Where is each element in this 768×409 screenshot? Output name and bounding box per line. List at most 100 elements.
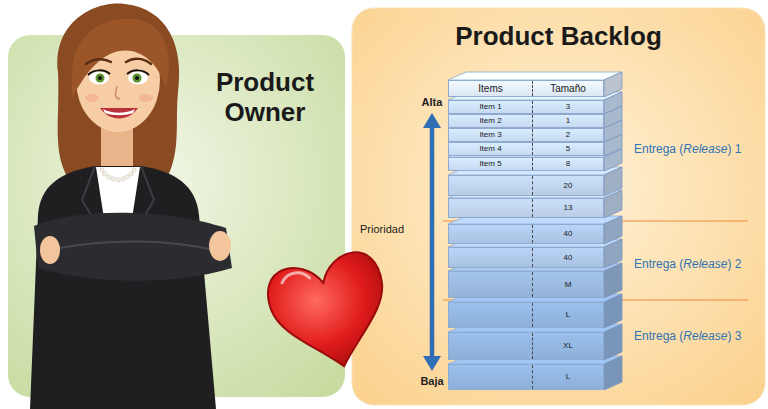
- slab-side: [448, 356, 622, 390]
- backlog-item-slab: M: [448, 271, 604, 298]
- release-label: Entrega (Release) 3: [634, 330, 760, 344]
- slab-side: [448, 263, 622, 298]
- product-owner-figure: [209, 231, 231, 261]
- slab-side: [448, 294, 622, 328]
- release-label: Entrega (Release) 2: [634, 258, 760, 272]
- backlog-item-slab: XL: [448, 332, 604, 360]
- product-owner-figure: [100, 168, 104, 172]
- text-part: Release: [683, 142, 727, 156]
- priority-axis-label: Prioridad: [360, 223, 424, 236]
- item-size: 1: [566, 116, 570, 126]
- backlog-item-slab: 40: [448, 224, 604, 244]
- slab-side: [448, 72, 622, 97]
- backlog-item-slab: 13: [448, 198, 604, 218]
- item-size: XL: [563, 341, 573, 351]
- item-cell: Item 2: [449, 115, 532, 127]
- product-owner-figure: [72, 19, 169, 98]
- size-cell: L: [532, 303, 603, 327]
- size-cell: XL: [532, 333, 603, 359]
- item-name: Item 5: [479, 159, 501, 169]
- item-cell: [449, 365, 532, 389]
- text-part: Entrega (: [634, 257, 683, 271]
- item-cell: [449, 176, 532, 195]
- slab-right: [604, 239, 622, 268]
- product-owner-figure: [129, 172, 133, 176]
- product-owner-figure: [107, 175, 111, 179]
- product-owner-figure: [139, 94, 153, 102]
- item-size: 13: [564, 203, 573, 213]
- size-cell: 2: [532, 129, 603, 141]
- item-cell: Items: [449, 81, 532, 96]
- text-part: Release: [683, 257, 727, 271]
- product-owner-figure: [100, 108, 138, 119]
- size-cell: L: [532, 365, 603, 389]
- product-owner-figure: [57, 4, 179, 178]
- product-owner-figure: [103, 109, 135, 115]
- item-size: L: [566, 310, 570, 320]
- item-cell: Item 3: [449, 129, 532, 141]
- size-cell: M: [532, 272, 603, 297]
- slab-right: [604, 294, 622, 328]
- product-owner-figure: [128, 72, 148, 85]
- item-name: Item 3: [479, 130, 501, 140]
- size-cell: 40: [532, 225, 603, 243]
- item-size: 20: [564, 181, 573, 191]
- size-cell: 3: [532, 101, 603, 113]
- product-owner-figure: [125, 175, 129, 179]
- item-cell: [449, 333, 532, 359]
- size-cell: 20: [532, 176, 603, 195]
- item-cell: [449, 225, 532, 243]
- size-cell: 40: [532, 248, 603, 267]
- item-cell: [449, 199, 532, 217]
- priority-high: Alta: [405, 96, 459, 109]
- slab-right: [604, 263, 622, 298]
- size-cell: 5: [532, 143, 603, 155]
- size-cell: Tamaño: [532, 81, 603, 96]
- size-cell: 13: [532, 199, 603, 217]
- backlog-item-slab: Item 13: [448, 100, 604, 114]
- item-size: 2: [566, 130, 570, 140]
- product-owner-figure: [116, 178, 120, 182]
- product-owner-figure: [115, 86, 120, 99]
- product-owner-figure: [88, 70, 110, 75]
- slab-right: [604, 324, 622, 360]
- item-size: L: [566, 372, 570, 382]
- slab-right: [604, 216, 622, 244]
- role-panel: Product Owner: [8, 35, 345, 397]
- backlog-panel-ground: [352, 8, 765, 405]
- heart-symbol: [280, 270, 309, 285]
- backlog-header-slab: Items Tamaño: [448, 80, 604, 97]
- backlog-item-slab: Item 3 2: [448, 128, 604, 142]
- slab-side: [448, 216, 622, 244]
- priority-arrow: [423, 113, 441, 128]
- product-owner-figure: [30, 4, 232, 409]
- backlog-item-slab: L: [448, 302, 604, 328]
- heart-symbol: [262, 247, 400, 380]
- product-owner-figure: [40, 236, 60, 264]
- item-name: Item 2: [479, 116, 501, 126]
- column-header: Tamaño: [550, 83, 586, 95]
- slab-right: [604, 167, 622, 196]
- product-owner-figure: [133, 74, 142, 83]
- item-size: 40: [564, 253, 573, 263]
- item-cell: [449, 272, 532, 297]
- role-title: Product Owner: [200, 68, 330, 128]
- slab-top: [448, 72, 622, 80]
- product-owner-figure: [85, 94, 99, 102]
- backlog-item-slab: Item 58: [448, 157, 604, 171]
- slab-right: [604, 72, 622, 97]
- text-part: ) 1: [727, 142, 741, 156]
- product-owner-figure: [30, 166, 216, 409]
- product-owner-figure: [89, 72, 109, 85]
- product-owner-figure: [96, 74, 105, 83]
- item-size: 5: [566, 144, 570, 154]
- slab-right: [604, 356, 622, 390]
- panel-title: Product Backlog: [352, 22, 765, 52]
- priority-arrow: [423, 113, 441, 371]
- slab-side: [448, 167, 622, 196]
- size-cell: 1: [532, 115, 603, 127]
- slab-side: [448, 324, 622, 360]
- column-header: Items: [478, 83, 502, 95]
- release-label: Entrega (Release) 1: [634, 143, 760, 157]
- text-part: Release: [683, 329, 727, 343]
